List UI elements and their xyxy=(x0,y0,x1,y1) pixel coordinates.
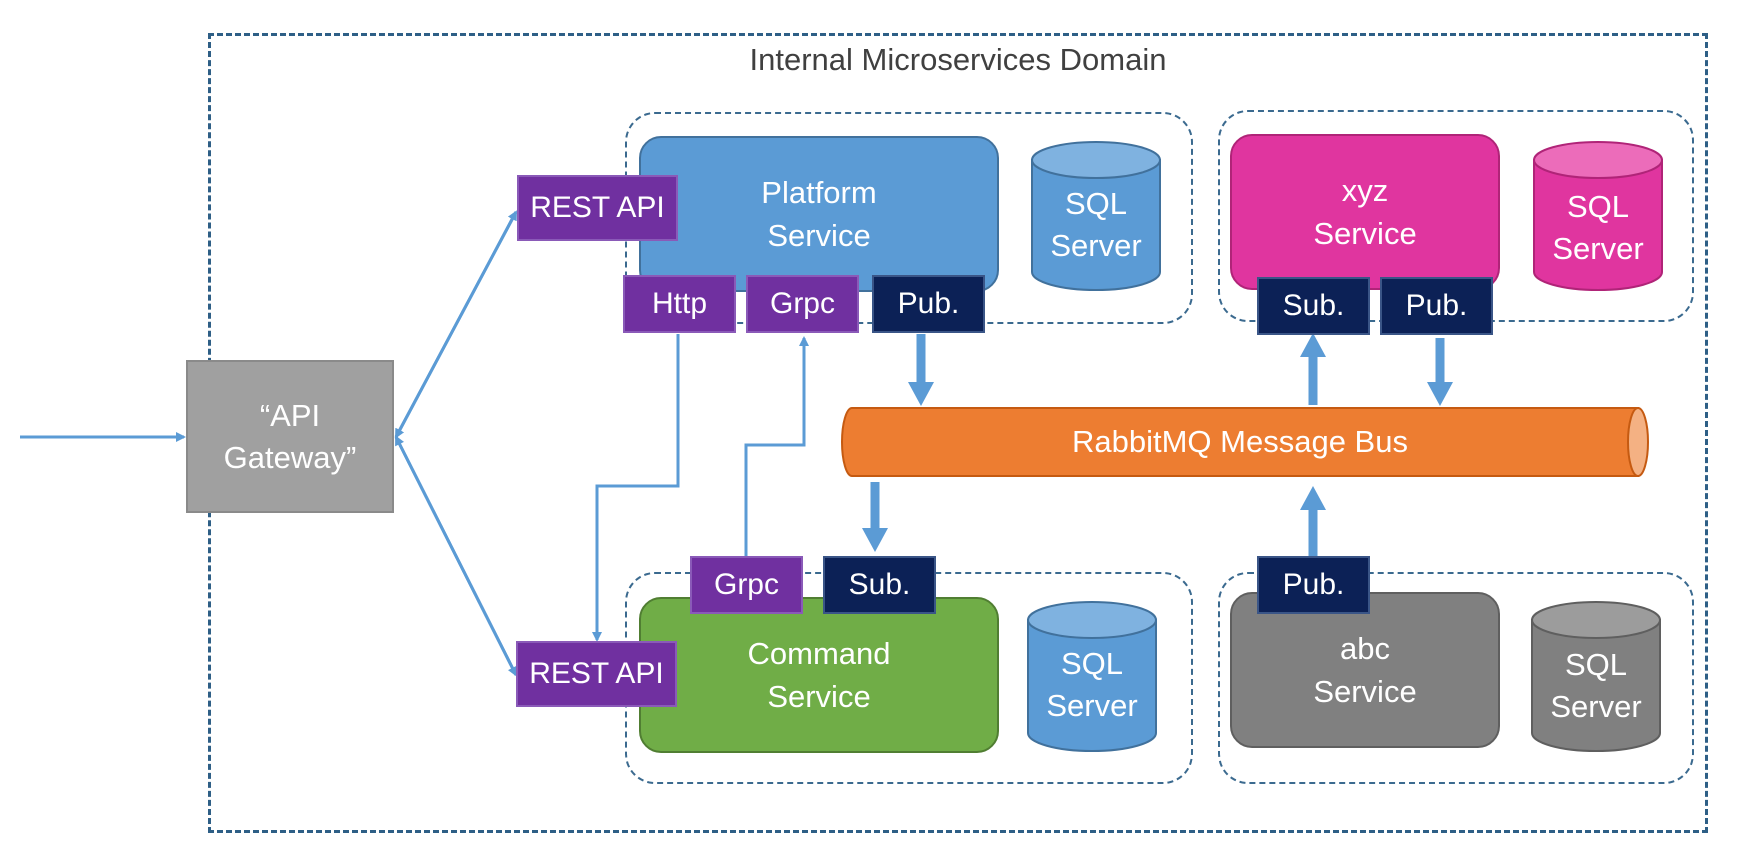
command-db-label-line2: Server xyxy=(1046,688,1138,723)
abc-db-label: SQL Server xyxy=(1532,644,1660,728)
arrowhead-bus-to-command-sub xyxy=(862,528,888,552)
arrow-http-to-command-rest xyxy=(592,334,680,642)
abc-service-label-line2: Service xyxy=(1313,674,1417,709)
api-gateway-label-line1: “API xyxy=(259,397,321,433)
command-rest-api-endpoint: REST API xyxy=(516,641,677,707)
abc-group xyxy=(1218,572,1694,784)
arrowhead-xyz-pub-to-bus xyxy=(1427,382,1453,406)
xyz-sub-port: Sub. xyxy=(1257,277,1370,335)
platform-db-label-line2: Server xyxy=(1050,228,1142,263)
command-db-cylinder xyxy=(1027,601,1157,752)
xyz-service-label-line2: Service xyxy=(1313,216,1417,251)
rabbitmq-bus-label: RabbitMQ Message Bus xyxy=(1072,424,1408,459)
xyz-db-label-line1: SQL xyxy=(1566,189,1630,224)
domain-title: Internal Microservices Domain xyxy=(749,42,1167,77)
api-gateway-label-line2: Gateway” xyxy=(223,439,357,475)
arrow-platform-rest-gateway xyxy=(394,211,518,439)
abc-service: abc Service xyxy=(1230,592,1500,748)
abc-db-label-line1: SQL xyxy=(1564,647,1628,682)
abc-pub-port: Pub. xyxy=(1257,556,1370,614)
arrow-command-rest-gateway xyxy=(394,435,518,676)
api-gateway: “API Gateway” xyxy=(186,360,394,513)
xyz-service: xyz Service xyxy=(1230,134,1500,290)
command-sub-port: Sub. xyxy=(823,556,936,614)
command-service-label-line2: Service xyxy=(767,679,871,714)
platform-http-endpoint: Http xyxy=(623,275,736,333)
arrowhead-abc-pub-to-bus xyxy=(1300,486,1326,510)
arrow-command-grpc-to-platform-grpc xyxy=(744,336,809,556)
abc-service-label-line1: abc xyxy=(1340,631,1390,666)
platform-db-label-line1: SQL xyxy=(1064,186,1128,221)
abc-db-cylinder xyxy=(1531,601,1661,752)
arrowhead-platform-pub-to-bus xyxy=(908,382,934,406)
platform-rest-api-endpoint: REST API xyxy=(517,175,678,241)
xyz-db-label: SQL Server xyxy=(1534,186,1662,270)
command-db-label-line1: SQL xyxy=(1060,646,1124,681)
platform-service-label-line2: Service xyxy=(767,218,871,253)
platform-pub-port: Pub. xyxy=(872,275,985,333)
command-service: Command Service xyxy=(639,597,999,753)
command-grpc-endpoint: Grpc xyxy=(690,556,803,614)
command-db-label: SQL Server xyxy=(1028,643,1156,727)
xyz-pub-port: Pub. xyxy=(1380,277,1493,335)
xyz-service-label-line1: xyz xyxy=(1341,173,1389,208)
xyz-db-label-line2: Server xyxy=(1552,231,1644,266)
rabbitmq-bus-pipe xyxy=(841,407,1649,477)
platform-db-label: SQL Server xyxy=(1032,183,1160,267)
abc-db-label-line2: Server xyxy=(1550,689,1642,724)
platform-service: Platform Service xyxy=(639,136,999,292)
platform-db-cylinder xyxy=(1031,141,1161,291)
platform-service-label-line1: Platform xyxy=(761,175,877,210)
command-service-label-line1: Command xyxy=(747,636,891,671)
xyz-db-cylinder xyxy=(1533,141,1663,291)
arrowhead-bus-to-xyz-sub xyxy=(1300,333,1326,357)
platform-grpc-endpoint: Grpc xyxy=(746,275,859,333)
